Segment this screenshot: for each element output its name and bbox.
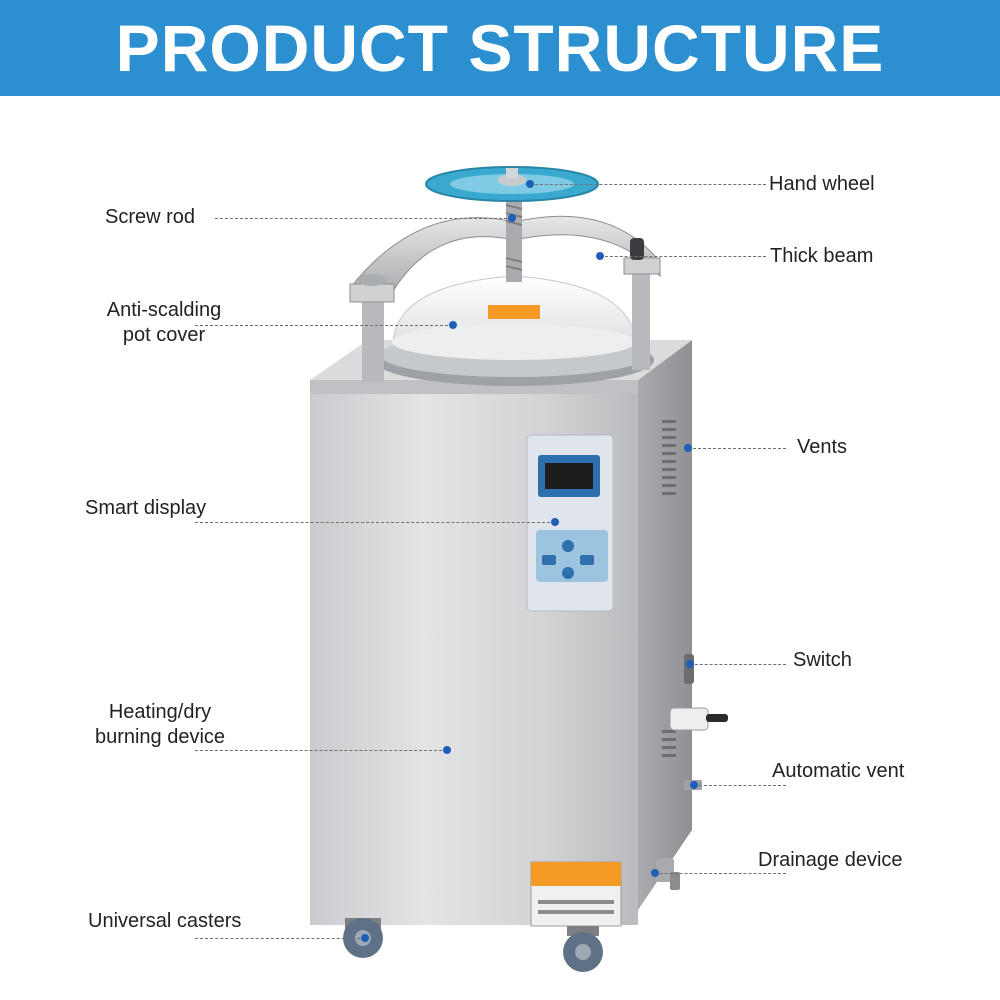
label-pot-cover: Anti-scalding pot cover [84, 298, 244, 348]
callout-dot [508, 214, 516, 222]
label-smart-display: Smart display [85, 497, 207, 519]
label-screw-rod: Screw rod [105, 206, 196, 228]
label-vents: Vents [797, 436, 848, 458]
callout-dot [449, 321, 457, 329]
title-banner: PRODUCT STRUCTURE [0, 0, 1000, 96]
label-pot-cover-line2: pot cover [122, 324, 206, 346]
label-pot-cover-line1: Anti-scalding [106, 299, 222, 321]
callout-dot [686, 660, 694, 668]
callout-dot [361, 934, 369, 942]
leader-pot-cover [195, 325, 453, 326]
casters [343, 918, 603, 972]
body-side-panel [638, 340, 692, 910]
right-post [632, 270, 650, 370]
leader-thick-beam [600, 256, 766, 257]
label-drainage: Drainage device [758, 849, 903, 871]
leader-heating [195, 750, 447, 751]
leader-smart-display [195, 522, 555, 523]
leader-hand-wheel [530, 184, 766, 185]
label-casters: Universal casters [88, 910, 242, 932]
callout-dot [684, 444, 692, 452]
callout-dot [596, 252, 604, 260]
label-hand-wheel: Hand wheel [769, 173, 875, 195]
leader-switch [690, 664, 786, 665]
callout-dot [651, 869, 659, 877]
leader-casters [195, 938, 365, 939]
vent-slots [662, 420, 676, 757]
callout-dot [690, 781, 698, 789]
label-heating-line2: burning device [94, 726, 226, 748]
label-heating: Heating/dry burning device [80, 700, 240, 750]
label-automatic-vent: Automatic vent [772, 760, 905, 782]
label-heating-line1: Heating/dry [108, 701, 212, 723]
label-thick-beam: Thick beam [770, 245, 874, 267]
page-title: PRODUCT STRUCTURE [115, 11, 885, 85]
leader-drainage [655, 873, 786, 874]
left-post [362, 290, 384, 382]
leader-vents [688, 448, 786, 449]
callout-dot [443, 746, 451, 754]
leader-automatic-vent [694, 785, 786, 786]
label-switch: Switch [793, 649, 852, 671]
callout-dot [526, 180, 534, 188]
callout-dot [551, 518, 559, 526]
leader-screw-rod [215, 218, 512, 219]
